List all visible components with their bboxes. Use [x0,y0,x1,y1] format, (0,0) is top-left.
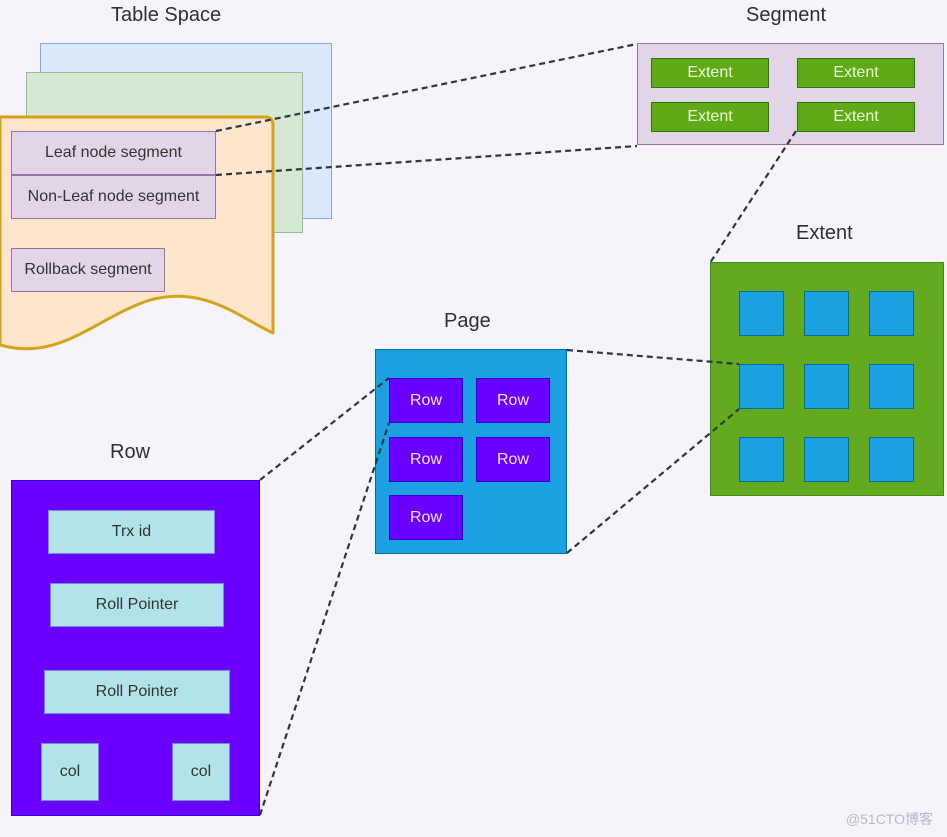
extent-page-cell[interactable] [869,437,914,482]
row-col-2[interactable]: col [172,743,230,801]
page-row-5[interactable]: Row [389,495,463,540]
segment-rollback[interactable]: Rollback segment [11,248,165,292]
page-row-3[interactable]: Row [389,437,463,482]
extent-page-cell[interactable] [869,291,914,336]
row-field-trx-id[interactable]: Trx id [48,510,215,554]
segment-extent-3[interactable]: Extent [651,102,769,132]
watermark: @51CTO博客 [845,811,933,827]
row-field-roll-pointer[interactable]: Roll Pointer [50,583,224,627]
connector-row-to-page-bottom [258,422,391,816]
page-title: Page [444,310,491,332]
segment-extent-2[interactable]: Extent [797,58,915,88]
row-title: Row [110,441,151,463]
segment-title: Segment [746,4,827,26]
connector-row-to-page-top [259,377,390,481]
segment-non-leaf-node[interactable]: Non-Leaf node segment [11,175,216,219]
row-col-1[interactable]: col [41,743,99,801]
segment-extent-4[interactable]: Extent [797,102,915,132]
extent-page-cell[interactable] [739,291,784,336]
extent-page-cell[interactable] [869,364,914,409]
extent-page-cell[interactable] [804,437,849,482]
page-row-2[interactable]: Row [476,378,550,423]
extent-page-cell[interactable] [739,364,784,409]
page-row-4[interactable]: Row [476,437,550,482]
connector-segment-extent-to-extent [709,130,797,264]
segment-extent-1[interactable]: Extent [651,58,769,88]
page-row-1[interactable]: Row [389,378,463,423]
row-field-roll-pointer-2[interactable]: Roll Pointer [44,670,230,714]
extent-title: Extent [796,222,853,244]
extent-page-cell[interactable] [804,364,849,409]
table-space-title: Table Space [111,4,222,26]
extent-page-cell[interactable] [804,291,849,336]
extent-page-cell[interactable] [739,437,784,482]
segment-leaf-node[interactable]: Leaf node segment [11,131,216,175]
